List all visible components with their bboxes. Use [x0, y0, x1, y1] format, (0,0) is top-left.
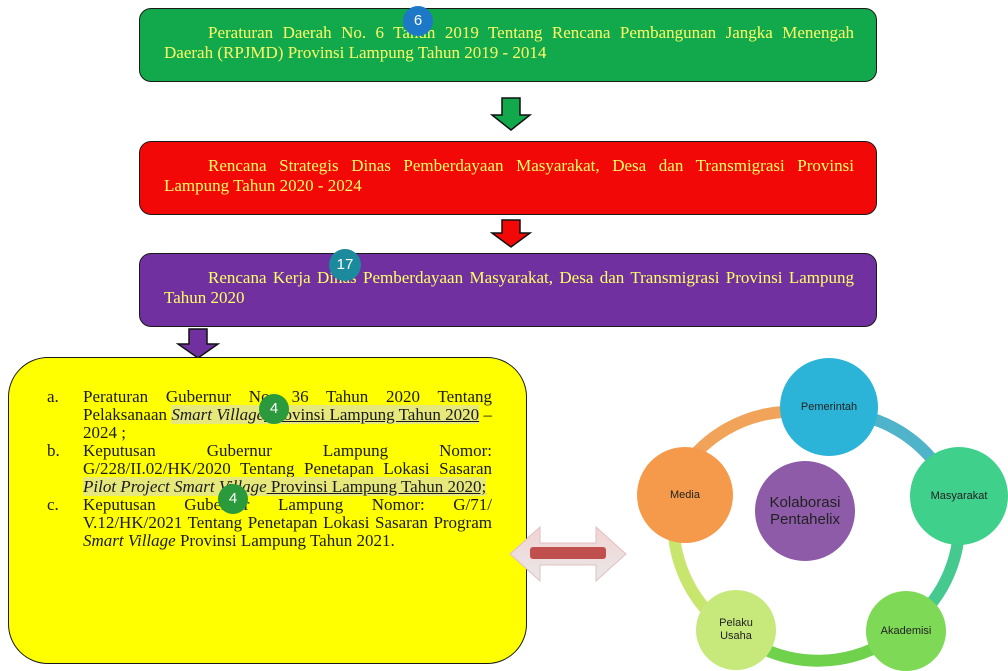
node-akademisi: Akademisi — [866, 591, 946, 671]
down-arrow-green-icon — [490, 97, 532, 131]
rpjmd-text: Peraturan Daerah No. 6 Tahun 2019 Tentan… — [164, 23, 854, 62]
rpjmd-box: Peraturan Daerah No. 6 Tahun 2019 Tentan… — [139, 8, 877, 82]
list-item: c.Keputusan Gubernur Lampung Nomor: G/71… — [47, 495, 492, 550]
regulation-list: a.Peraturan Gubernur No. 36 Tahun 2020 T… — [47, 388, 492, 550]
list-item: a.Peraturan Gubernur No. 36 Tahun 2020 T… — [47, 387, 492, 442]
node-pelaku-usaha: Pelaku Usaha — [696, 590, 776, 670]
node-pemerintah: Pemerintah — [780, 358, 878, 456]
list-marker: a. — [47, 387, 59, 406]
list-item: b.Keputusan Gubernur Lampung Nomor: G/22… — [47, 441, 492, 496]
renstra-text: Rencana Strategis Dinas Pemberdayaan Mas… — [164, 156, 854, 195]
renja-box: Rencana Kerja Dinas Pemberdayaan Masyara… — [139, 253, 877, 327]
badge-4a: 4 — [259, 394, 289, 424]
down-arrow-purple-icon — [176, 328, 220, 359]
renja-text: Rencana Kerja Dinas Pemberdayaan Masyara… — [164, 268, 854, 307]
double-arrow-icon — [509, 525, 627, 583]
center-node: Kolaborasi Pentahelix — [755, 461, 855, 561]
node-masyarakat: Masyarakat — [910, 447, 1008, 545]
list-marker: c. — [47, 495, 59, 514]
node-media: Media — [637, 447, 733, 543]
badge-17: 17 — [329, 249, 361, 281]
renstra-box: Rencana Strategis Dinas Pemberdayaan Mas… — [139, 141, 877, 215]
list-marker: b. — [47, 441, 60, 460]
badge-6: 6 — [403, 6, 433, 36]
down-arrow-red-icon — [490, 219, 532, 248]
badge-4b: 4 — [218, 484, 248, 514]
